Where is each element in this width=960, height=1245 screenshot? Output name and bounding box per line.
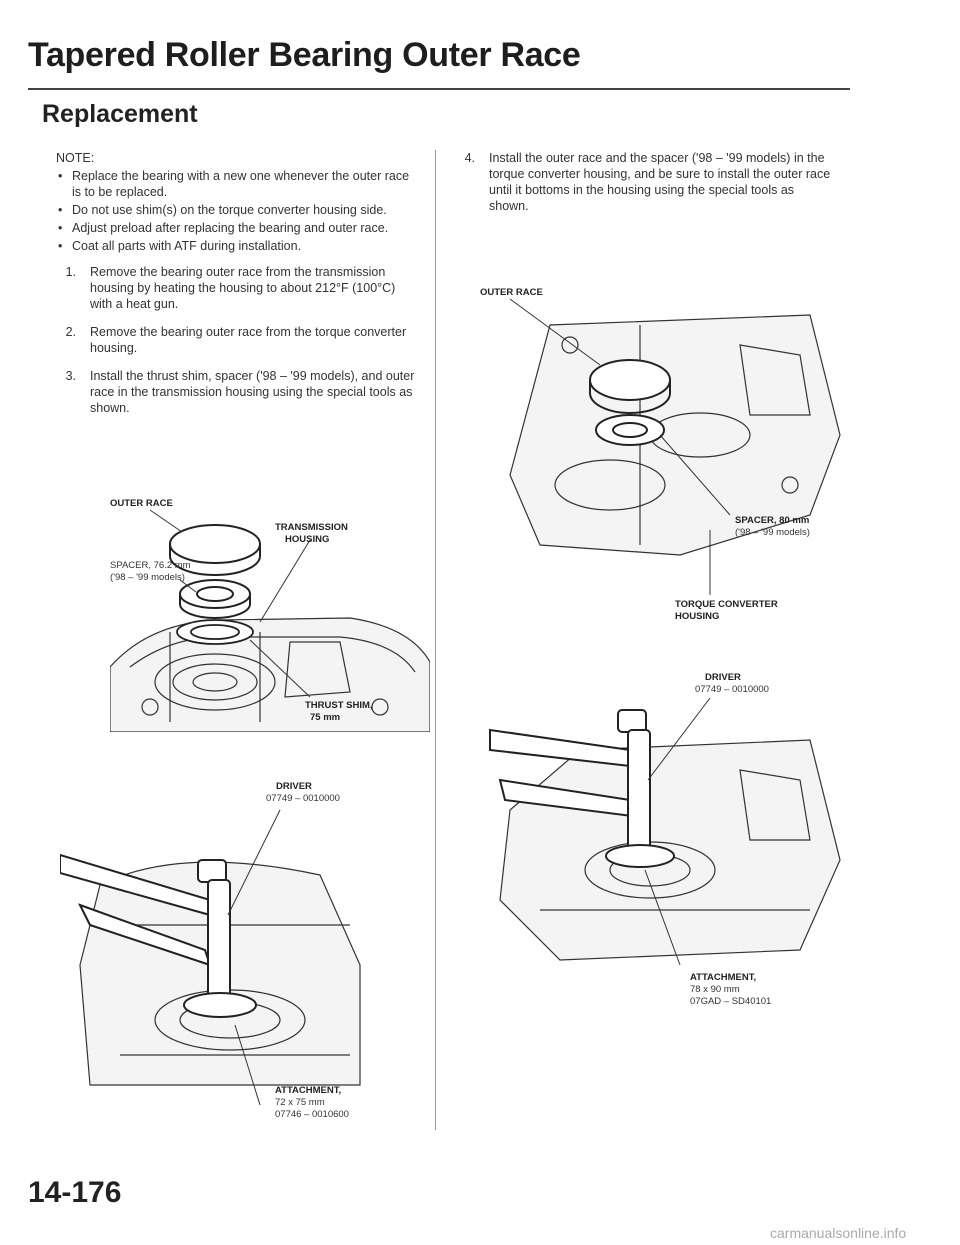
label-driver-part: 07749 – 0010000 [266, 793, 340, 804]
label-thrust-shim: THRUST SHIM, [305, 700, 373, 711]
figure-transmission-driver: DRIVER 07749 – 0010000 ATTACHMENT, 72 x … [60, 781, 361, 1120]
step-number: 4. [464, 151, 475, 165]
step-text: Install the outer race and the spacer ('… [489, 151, 831, 213]
label-tc-housing: HOUSING [675, 611, 719, 622]
label-housing: HOUSING [285, 534, 329, 545]
step-text: Remove the bearing outer race from the t… [90, 265, 396, 311]
label-attachment-size: 72 x 75 mm [275, 1097, 325, 1108]
figure-torque-converter-housing: OUTER RACE SPACER, 80 mm ('98 – '99 mode… [480, 287, 841, 622]
spacer-shape [595, 414, 665, 446]
step-number: 2. [65, 325, 76, 339]
watermark: carmanualsonline.info [770, 1225, 907, 1241]
note-item: Adjust preload after replacing the beari… [56, 220, 416, 236]
step-1: 1. Remove the bearing outer race from th… [56, 264, 416, 312]
label-attachment-part: 07746 – 0010600 [275, 1109, 349, 1120]
title-rule [28, 88, 850, 90]
figure-transmission-housing: OUTER RACE TRANSMISSION HOUSING SPACER, … [110, 498, 430, 732]
step-2: 2. Remove the bearing outer race from th… [56, 324, 416, 356]
label-attachment: ATTACHMENT, [275, 1085, 341, 1096]
hammer-shape [60, 853, 227, 967]
label-spacer: SPACER, 80 mm [735, 515, 809, 526]
label-attachment-size: 78 x 90 mm [690, 984, 740, 995]
outer-race-shape [589, 359, 671, 414]
figure-torque-converter-driver: DRIVER 07749 – 0010000 ATTACHMENT, 78 x … [489, 672, 841, 1007]
step-text: Install the thrust shim, spacer ('98 – '… [90, 369, 415, 415]
section-title: Replacement [42, 100, 198, 128]
spacer-shape [179, 579, 251, 619]
label-driver: DRIVER [276, 781, 312, 792]
note-list: Replace the bearing with a new one whene… [56, 168, 416, 254]
driver-shape [183, 879, 257, 1018]
leader-lines [149, 509, 311, 698]
driver-shape [605, 729, 675, 868]
left-column: NOTE: Replace the bearing with a new one… [56, 150, 416, 428]
leader-lines [509, 298, 731, 595]
step-4: 4. Install the outer race and the spacer… [455, 150, 835, 214]
right-column: 4. Install the outer race and the spacer… [455, 150, 835, 226]
housing-drawing [110, 617, 430, 732]
label-attachment: ATTACHMENT, [690, 972, 756, 983]
note-item: Coat all parts with ATF during installat… [56, 238, 416, 254]
label-outer-race: OUTER RACE [480, 287, 543, 298]
note-title: NOTE: [56, 151, 95, 165]
step-text: Remove the bearing outer race from the t… [90, 325, 407, 355]
step-3: 3. Install the thrust shim, spacer ('98 … [56, 368, 416, 416]
outer-race-shape [169, 524, 261, 576]
label-spacer-models: ('98 – '99 models) [735, 527, 810, 538]
page-number: 14-176 [28, 1176, 122, 1209]
label-spacer: SPACER, 76.2 mm [110, 560, 191, 571]
note-item: Do not use shim(s) on the torque convert… [56, 202, 416, 218]
label-spacer-models: ('98 – '99 models) [110, 572, 185, 583]
leader-lines [227, 809, 281, 1106]
label-attachment-part: 07GAD – SD40101 [690, 996, 771, 1007]
label-torque-converter: TORQUE CONVERTER [675, 599, 778, 610]
column-divider [435, 150, 436, 1130]
label-transmission: TRANSMISSION [275, 522, 348, 533]
label-driver: DRIVER [705, 672, 741, 683]
step-number: 1. [65, 265, 76, 279]
note-item: Replace the bearing with a new one whene… [56, 168, 416, 200]
label-driver-part: 07749 – 0010000 [695, 684, 769, 695]
label-thrust-size: 75 mm [310, 712, 340, 723]
page-title: Tapered Roller Bearing Outer Race [28, 36, 581, 74]
step-number: 3. [65, 369, 76, 383]
label-outer-race: OUTER RACE [110, 498, 173, 509]
thrust-shim-shape [176, 619, 254, 645]
leader-lines [644, 697, 711, 966]
